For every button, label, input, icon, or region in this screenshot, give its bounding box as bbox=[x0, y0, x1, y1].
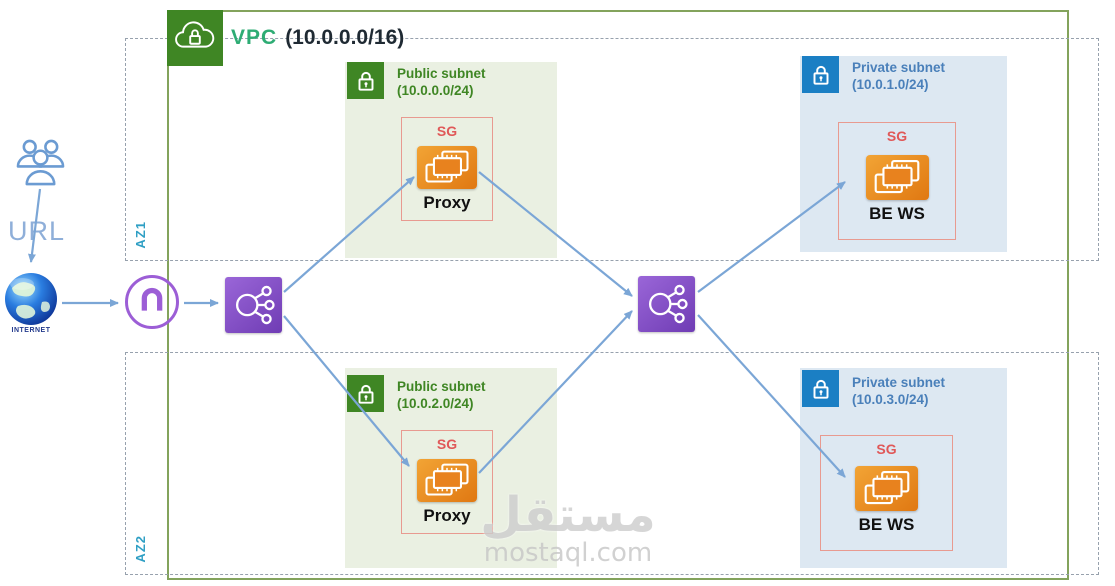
load-balancer-icon-internal bbox=[638, 276, 695, 332]
blue-lock-icon bbox=[802, 56, 839, 93]
vpc-name: VPC bbox=[231, 26, 278, 49]
green-lock-icon bbox=[347, 375, 384, 412]
sg-label: SG bbox=[436, 436, 458, 452]
security-group-box: SG BE WS bbox=[820, 435, 953, 551]
ec2-instance-icon bbox=[855, 466, 918, 511]
subnet-title: Public subnet (10.0.0.0/24) bbox=[397, 65, 486, 99]
instance-label: BE WS bbox=[869, 204, 925, 223]
subnet-az2-private: Private subnet (10.0.3.0/24) SG BE WS bbox=[800, 368, 1007, 568]
subnet-name: Public subnet bbox=[397, 379, 486, 394]
load-balancer-icon-front bbox=[225, 277, 282, 333]
instance-label: Proxy bbox=[423, 193, 471, 212]
subnet-az1-private: Private subnet (10.0.1.0/24) SG BE WS bbox=[800, 56, 1007, 252]
ec2-instance-icon bbox=[417, 459, 477, 502]
globe-icon bbox=[4, 272, 58, 326]
security-group-box: SG Proxy bbox=[401, 117, 493, 221]
internet-gateway-icon bbox=[125, 275, 179, 329]
security-group-box: SG BE WS bbox=[838, 122, 956, 240]
green-lock-icon bbox=[347, 62, 384, 99]
subnet-cidr: (10.0.2.0/24) bbox=[397, 396, 474, 411]
vpc-cidr: (10.0.0.0/16) bbox=[285, 26, 405, 49]
subnet-title: Private subnet (10.0.1.0/24) bbox=[852, 59, 945, 93]
instance-label: Proxy bbox=[423, 506, 471, 525]
subnet-name: Private subnet bbox=[852, 375, 946, 390]
subnet-title: Public subnet (10.0.2.0/24) bbox=[397, 378, 486, 412]
subnet-cidr: (10.0.3.0/24) bbox=[852, 392, 929, 407]
ec2-instance-icon bbox=[417, 146, 477, 189]
sg-label: SG bbox=[436, 123, 458, 139]
subnet-cidr: (10.0.1.0/24) bbox=[852, 77, 929, 92]
az2-label: AZ2 bbox=[133, 535, 148, 563]
sg-label: SG bbox=[876, 441, 897, 457]
vpc-cloud-lock-icon bbox=[167, 10, 223, 66]
az1-label: AZ1 bbox=[133, 221, 148, 249]
blue-lock-icon bbox=[802, 370, 839, 407]
instance-label: BE WS bbox=[858, 515, 915, 534]
internet-label: INTERNET bbox=[11, 327, 51, 334]
vpc-title: VPC (10.0.0.0/16) bbox=[231, 26, 404, 50]
security-group-box: SG Proxy bbox=[401, 430, 493, 534]
subnet-cidr: (10.0.0.0/24) bbox=[397, 83, 474, 98]
subnet-name: Public subnet bbox=[397, 66, 486, 81]
sg-label: SG bbox=[886, 128, 908, 144]
subnet-az2-public: Public subnet (10.0.2.0/24) SG Proxy bbox=[345, 368, 557, 568]
subnet-title: Private subnet (10.0.3.0/24) bbox=[852, 374, 945, 408]
url-label: URL bbox=[8, 216, 66, 246]
ec2-instance-icon bbox=[865, 155, 929, 200]
subnet-az1-public: Public subnet (10.0.0.0/24) SG Proxy bbox=[345, 62, 557, 258]
users-icon bbox=[15, 138, 66, 187]
subnet-name: Private subnet bbox=[852, 60, 946, 75]
